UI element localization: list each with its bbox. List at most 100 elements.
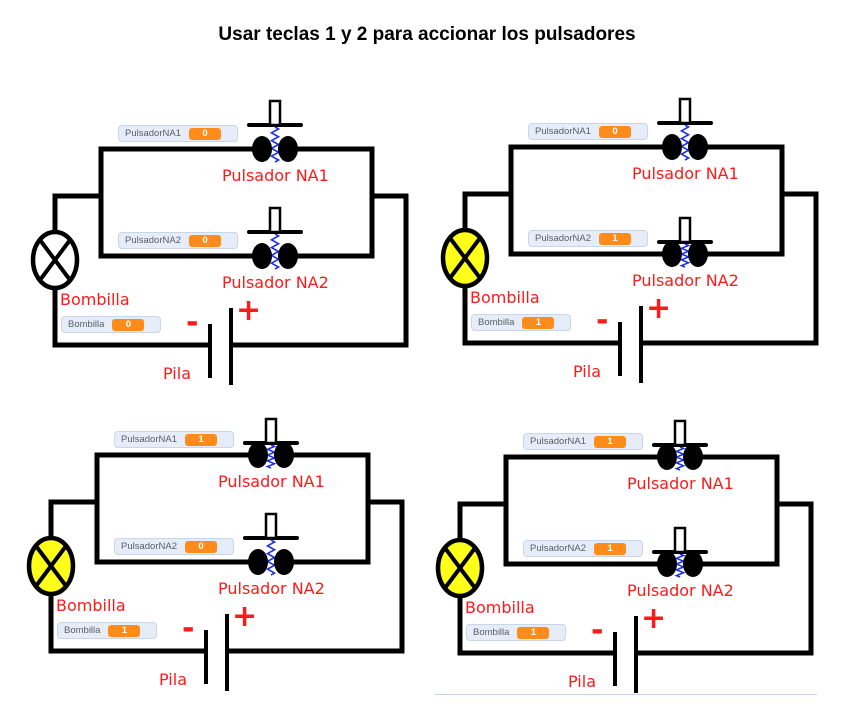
bulb-cross-b	[448, 236, 482, 280]
label-pulsador-na1: Pulsador NA1	[632, 164, 739, 183]
monitor-bombilla: Bombilla 1	[466, 624, 566, 641]
contact-right	[683, 551, 703, 577]
label-pila: Pila	[573, 362, 601, 381]
contact-left	[662, 134, 682, 160]
battery-plus-sign: +	[236, 293, 262, 328]
wire-bulb-to-battery	[457, 596, 615, 656]
monitor-value: 1	[598, 232, 631, 245]
monitor-value: 1	[593, 542, 626, 555]
plunger-handle	[678, 216, 692, 244]
monitor-value: 1	[517, 626, 550, 639]
monitor-value: 0	[188, 234, 221, 247]
wire-battery-positive	[231, 193, 409, 348]
push-button-2-icon	[652, 526, 708, 578]
label-bombilla: Bombilla	[470, 288, 540, 307]
monitor-bombilla: Bombilla 0	[61, 316, 161, 333]
contact-right	[278, 136, 298, 162]
monitor-label: Bombilla	[473, 627, 510, 638]
contact-left	[657, 551, 677, 577]
wires	[457, 454, 814, 656]
monitor-label: Bombilla	[64, 625, 101, 636]
contact-left	[662, 241, 682, 267]
battery-plus-sign: +	[232, 599, 258, 634]
instructions-title: Usar teclas 1 y 2 para accionar los puls…	[218, 24, 636, 45]
monitor-bombilla: Bombilla 1	[57, 622, 157, 639]
wire-bulb-to-battery	[48, 594, 206, 654]
contact-right	[688, 134, 708, 160]
push-button-2-icon	[247, 206, 303, 270]
label-pulsador-na2: Pulsador NA2	[218, 579, 325, 598]
push-button-2-icon	[243, 512, 299, 576]
wire-parallel-left	[94, 452, 251, 565]
contact-right	[278, 243, 298, 269]
contact-left	[248, 442, 268, 468]
plunger-handle	[264, 512, 278, 540]
battery-minus-sign: -	[596, 303, 609, 338]
spring	[269, 233, 281, 270]
monitor-label: PulsadorNA1	[535, 126, 591, 137]
wire-battery-positive	[636, 501, 814, 656]
monitor-label: PulsadorNA2	[121, 541, 177, 552]
plunger-handle	[673, 419, 687, 447]
label-pulsador-na1: Pulsador NA1	[222, 166, 329, 185]
wires	[48, 452, 405, 654]
monitor-label: PulsadorNA2	[535, 233, 591, 244]
battery-plus-sign: +	[641, 601, 667, 636]
plunger-handle	[268, 99, 282, 127]
wire-parallel-right	[700, 454, 780, 567]
wire-parallel-right	[705, 144, 785, 257]
contact-right	[683, 444, 703, 470]
push-button-2-icon	[657, 216, 713, 268]
push-button-1-icon	[247, 99, 303, 163]
wire-to-bulb-top	[48, 499, 97, 538]
monitor-label: Bombilla	[68, 319, 105, 330]
monitor-pulsador-na2: PulsadorNA2 1	[528, 230, 648, 247]
push-button-1-icon	[657, 97, 713, 161]
label-pulsador-na1: Pulsador NA1	[218, 472, 325, 491]
wire-battery-positive	[641, 191, 819, 346]
wire-to-bulb-top	[457, 501, 506, 540]
wires	[462, 144, 819, 346]
wire-battery-positive	[227, 499, 405, 654]
label-bombilla: Bombilla	[60, 290, 130, 309]
label-bombilla: Bombilla	[56, 596, 126, 615]
monitor-label: PulsadorNA1	[530, 436, 586, 447]
spring	[674, 446, 686, 471]
monitor-bombilla: Bombilla 1	[471, 314, 571, 331]
monitor-label: Bombilla	[478, 317, 515, 328]
label-pila: Pila	[159, 670, 187, 689]
plunger-handle	[268, 206, 282, 234]
battery-minus-sign: -	[186, 305, 199, 340]
monitor-value: 0	[112, 318, 145, 331]
spring	[269, 126, 281, 163]
wire-parallel-left	[508, 144, 665, 257]
label-pila: Pila	[568, 672, 596, 691]
wire-bulb-to-battery	[462, 286, 620, 346]
monitor-value: 1	[184, 433, 217, 446]
bulb-off-icon	[30, 229, 80, 291]
circuit-diagram	[26, 417, 405, 691]
push-button-1-icon	[652, 419, 708, 471]
label-pulsador-na2: Pulsador NA2	[632, 271, 739, 290]
monitor-label: PulsadorNA2	[530, 543, 586, 554]
battery-minus-sign: -	[182, 611, 195, 646]
wire-to-bulb-top	[462, 191, 511, 230]
wire-parallel-right	[291, 452, 371, 565]
wire-to-bulb-top	[52, 193, 101, 232]
battery-minus-sign: -	[591, 613, 604, 648]
contact-right	[274, 549, 294, 575]
monitor-value: 1	[108, 624, 141, 637]
wire-parallel-right	[295, 146, 375, 259]
push-button-1-icon	[243, 417, 299, 469]
bulb-cross-b	[34, 544, 68, 588]
monitor-value: 1	[522, 316, 555, 329]
spring	[674, 553, 686, 578]
